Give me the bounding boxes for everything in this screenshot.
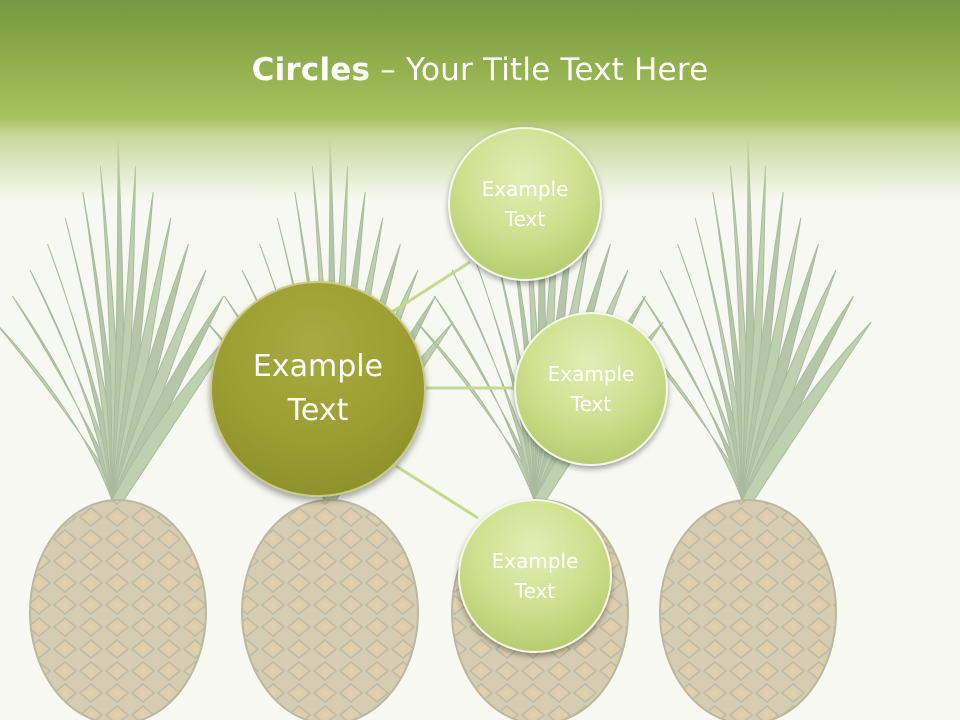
circle-top-label: Example Text — [482, 174, 569, 234]
circle-middle-line-1: Example — [547, 362, 635, 386]
title-bold: Circles — [251, 52, 371, 88]
circle-bottom-line-1: Example — [491, 549, 579, 573]
circle-top-line-2: Text — [504, 207, 546, 231]
center-circle: Example Text — [210, 281, 426, 497]
circle-middle-line-2: Text — [570, 392, 612, 416]
circle-middle: Example Text — [514, 312, 668, 466]
circle-bottom-line-2: Text — [514, 579, 556, 603]
circle-middle-label: Example Text — [548, 359, 635, 419]
slide-title: Circles – Your Title Text Here — [0, 52, 960, 88]
connector-top — [391, 260, 471, 314]
circle-bottom: Example Text — [458, 499, 612, 653]
circle-top: Example Text — [448, 127, 602, 281]
pineapple-4 — [624, 139, 872, 720]
circle-bottom-label: Example Text — [492, 546, 579, 606]
connector-bottom — [395, 464, 479, 520]
pineapple-1 — [0, 139, 242, 720]
title-rest: – Your Title Text Here — [370, 52, 709, 88]
center-circle-line-2: Text — [287, 393, 349, 428]
center-circle-label: Example Text — [253, 345, 383, 433]
circle-top-line-1: Example — [481, 177, 569, 201]
center-circle-line-1: Example — [252, 349, 384, 384]
